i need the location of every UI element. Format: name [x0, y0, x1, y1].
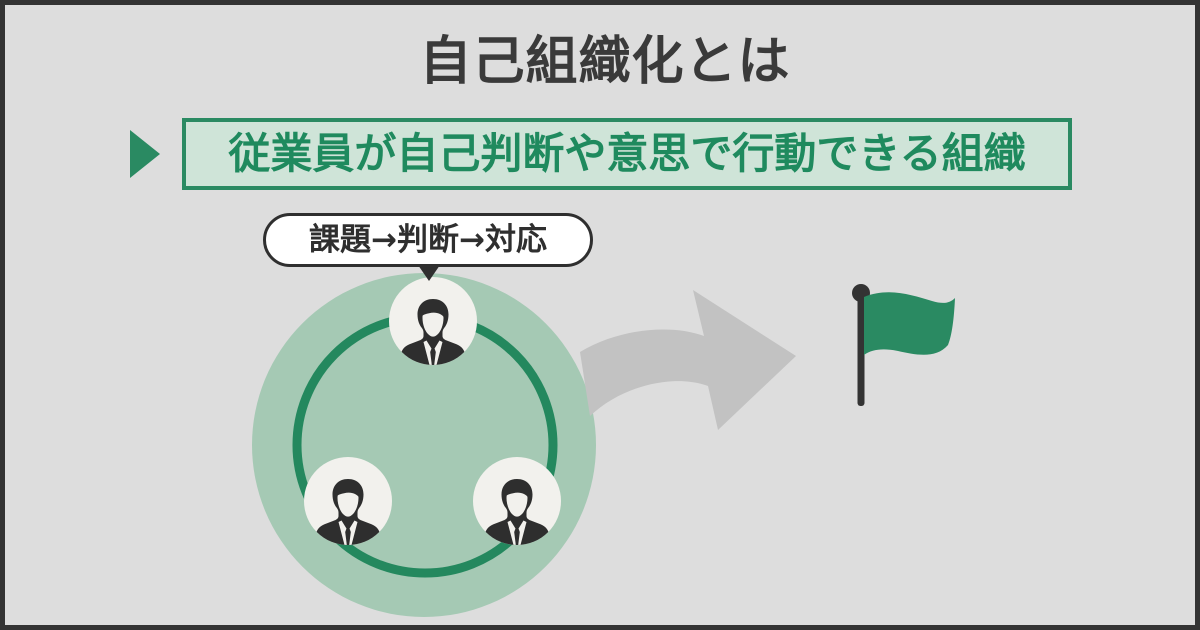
page-title: 自己組織化とは — [419, 32, 791, 92]
banner-box: 従業員が自己判断や意思で行動できる組織 — [182, 118, 1072, 190]
person-businessman-icon — [316, 479, 380, 545]
callout-pill: 課題→判断→対応 — [263, 213, 593, 267]
avatar — [473, 457, 561, 545]
curved-arrow-right-icon — [580, 290, 796, 430]
person-businessman-icon — [401, 299, 465, 365]
avatar — [304, 457, 392, 545]
person-businessman-icon — [485, 479, 549, 545]
callout-tail-icon — [418, 265, 440, 281]
triangle-right-icon — [130, 130, 160, 178]
highlight-banner: 従業員が自己判断や意思で行動できる組織 — [130, 118, 1072, 190]
goal-flag-icon — [852, 284, 955, 406]
avatar — [389, 277, 477, 365]
callout-label: 課題→判断→対応 — [309, 221, 547, 258]
banner-label: 従業員が自己判断や意思で行動できる組織 — [228, 129, 1026, 178]
